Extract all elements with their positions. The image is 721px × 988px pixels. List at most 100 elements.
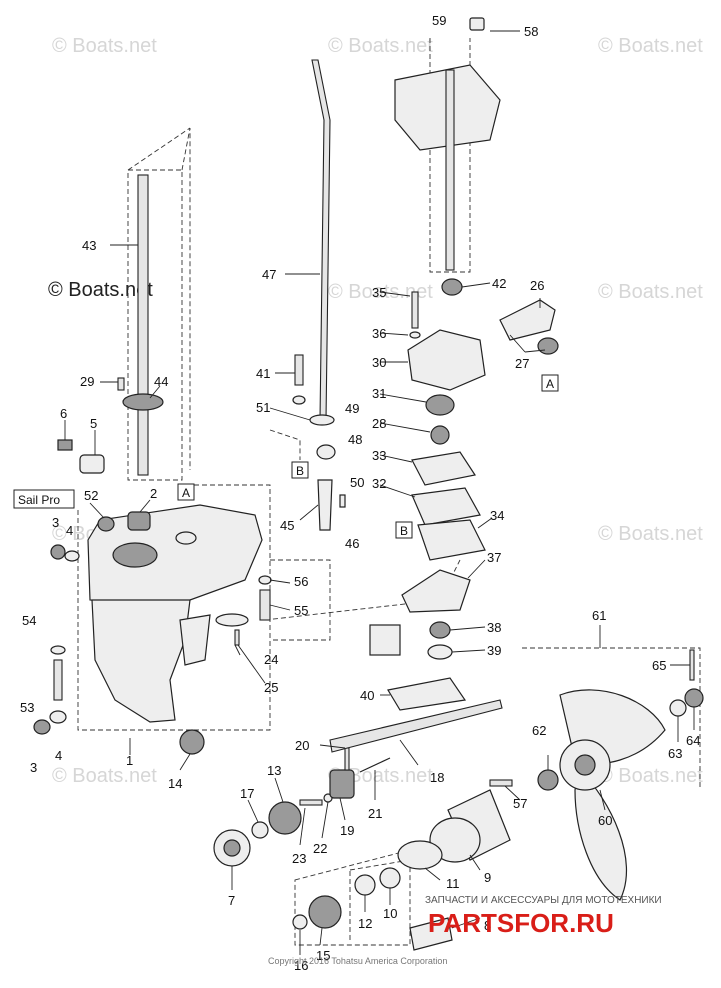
lead-9 <box>469 854 481 871</box>
part-num-20: 20 <box>295 738 309 753</box>
shift-rod-assembly-outline <box>429 38 471 273</box>
part-num-61: 61 <box>592 608 606 623</box>
callout-a-right: A <box>546 377 554 391</box>
part-num-53: 53 <box>20 700 34 715</box>
lead-51 <box>269 407 311 421</box>
part-num-40: 40 <box>360 688 374 703</box>
lead-18 <box>399 739 419 766</box>
part-num-19: 19 <box>340 823 354 838</box>
watermark-mid-right: © Boats.net <box>598 281 703 303</box>
clutch-19 <box>329 769 355 799</box>
part-num-59: 59 <box>432 13 446 28</box>
part-num-9: 9 <box>484 870 491 885</box>
lead-37 <box>467 559 486 579</box>
part-num-7: 7 <box>228 893 235 908</box>
part-num-14: 14 <box>168 776 182 791</box>
gasket-33 <box>411 451 476 486</box>
callout-a-right-box <box>541 374 559 392</box>
part-num-11: 11 <box>446 876 460 891</box>
callout-b-left-box <box>291 461 309 479</box>
anode-5 <box>79 454 105 474</box>
hose-26 <box>499 299 556 341</box>
footer: ЗАПЧАСТИ И АКСЕССУАРЫ ДЛЯ МОТОТЕХНИКИ PA… <box>268 895 662 966</box>
pin-29 <box>117 377 125 391</box>
grommet-27 <box>537 337 559 355</box>
part-num-24: 24 <box>264 652 278 667</box>
lead-35 <box>379 291 411 297</box>
impeller-28 <box>430 425 450 445</box>
lead-8 <box>451 917 481 929</box>
shift-linkage-outline <box>269 429 331 641</box>
lead-38 <box>449 626 486 631</box>
driveshaft <box>117 174 164 531</box>
callout-b-right-box <box>395 521 413 539</box>
part-num-3-lower: 3 <box>30 760 37 775</box>
spring-21 <box>359 757 391 773</box>
lead-22 <box>321 801 329 839</box>
part-num-60: 60 <box>598 813 612 828</box>
part-num-30: 30 <box>372 355 386 370</box>
cotter-pin-65 <box>689 649 695 681</box>
part-num-45: 45 <box>280 518 294 533</box>
propeller-blade-lower <box>574 768 628 901</box>
washer-41 <box>292 395 306 405</box>
liner-31 <box>425 394 455 416</box>
plate-32 <box>411 487 481 526</box>
lead-17 <box>247 799 259 823</box>
gearcase-housing <box>87 504 263 723</box>
part-num-26: 26 <box>530 278 544 293</box>
shift-rod <box>309 59 346 531</box>
part-num-10: 10 <box>383 906 397 921</box>
dowel-group <box>369 624 401 656</box>
part-num-57: 57 <box>513 796 527 811</box>
lead-19 <box>339 797 346 821</box>
lead-14 <box>179 753 191 771</box>
plunger-23 <box>299 799 323 806</box>
seal-10 <box>379 867 401 889</box>
part-num-3-upper: 3 <box>52 515 59 530</box>
lead-31 <box>379 393 427 403</box>
part-num-48: 48 <box>348 432 362 447</box>
bolt-57 <box>489 779 513 787</box>
sail-pro-label: Sail Pro <box>18 493 60 507</box>
lead-11 <box>424 867 441 881</box>
nut-59 <box>469 17 485 31</box>
lead-56 <box>269 579 291 584</box>
part-num-49: 49 <box>345 401 359 416</box>
copyright-text: Copyright 2016 Tohatsu America Corporati… <box>268 956 447 966</box>
lead-32 <box>379 484 416 498</box>
ring-39 <box>427 644 453 660</box>
lead-23 <box>299 807 306 846</box>
pump-housing-30 <box>407 329 486 391</box>
callout-a-left-box <box>177 483 195 501</box>
callout-b-left: B <box>296 464 304 478</box>
part-num-42: 42 <box>492 276 506 291</box>
lead-20 <box>319 744 346 749</box>
bolt-41 <box>294 354 304 386</box>
lead-15 <box>319 927 323 946</box>
lead-28 <box>379 422 431 433</box>
propeller-bore <box>574 754 596 776</box>
seal-38 <box>429 621 451 639</box>
watermark-top-left: © Boats.net <box>52 35 157 57</box>
lead-24 <box>234 644 241 656</box>
assembly-outlines <box>77 38 701 946</box>
shift-rod-47 <box>311 59 331 421</box>
propeller-shaft-18 <box>329 699 503 753</box>
sail-pro-box <box>13 489 75 509</box>
watermark-bottom-left: © Boats.net <box>52 765 157 787</box>
part-num-63: 63 <box>668 746 682 761</box>
upper-shift-components <box>394 17 501 296</box>
cap-52 <box>97 516 115 532</box>
seal-48 <box>316 444 336 460</box>
part-num-41: 41 <box>256 366 270 381</box>
callout-b-right: B <box>400 524 408 538</box>
part-num-2: 2 <box>150 486 157 501</box>
housing-37 <box>401 569 471 613</box>
propeller-assembly <box>489 649 704 901</box>
watermark-top-right: © Boats.net <box>598 35 703 57</box>
shim-17 <box>251 821 269 839</box>
part-num-36: 36 <box>372 326 386 341</box>
shift-shaft-upper <box>445 69 455 271</box>
propeller-assembly-outline <box>522 647 701 790</box>
